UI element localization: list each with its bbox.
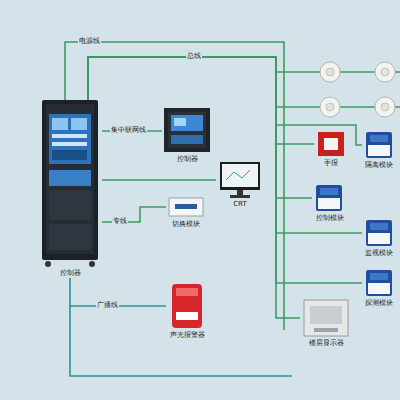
smoke-detectors: [320, 62, 395, 117]
line-label: 集中联网线: [110, 126, 147, 135]
manual-call-point: 手报: [314, 130, 348, 168]
sound-light-alarm-icon: [166, 282, 208, 330]
device-caption: 控制器: [38, 269, 102, 278]
crt-monitor-icon: [216, 160, 264, 199]
detection-module-icon: [362, 268, 396, 298]
control-panel-icon: [162, 106, 212, 154]
detection-module: 探测模块: [362, 268, 396, 308]
device-caption: 控制器: [162, 155, 212, 164]
wire-connector: [88, 57, 314, 144]
floor-display: 楼层显示器: [300, 298, 352, 348]
device-caption: 声光报警器: [166, 331, 208, 340]
smoke-detector: [320, 97, 340, 117]
wire-connector: [88, 57, 362, 283]
monitor-module: 监视模块: [362, 218, 396, 258]
device-caption: 切换模块: [166, 220, 206, 229]
controller-cabinet-icon: [38, 100, 102, 268]
device-caption: 楼层显示器: [300, 339, 352, 348]
detector-center: [381, 68, 389, 76]
broadcast-line: [70, 306, 292, 376]
control-module: 控制模块: [312, 183, 348, 223]
isolation-module-icon: [362, 130, 396, 160]
device-caption: 监视模块: [362, 249, 396, 258]
device-caption: 控制模块: [312, 214, 348, 223]
device-caption: 手报: [314, 159, 348, 168]
isolation-module: 隔离模块: [362, 130, 396, 170]
device-caption: 探测模块: [362, 299, 396, 308]
smoke-detector: [375, 97, 395, 117]
detector-center: [326, 68, 334, 76]
wire-connector: [102, 179, 216, 181]
control-module-icon: [312, 183, 348, 213]
line-label: 电源线: [78, 37, 101, 46]
wire-connector: [88, 57, 312, 198]
device-caption: 隔离模块: [362, 161, 396, 170]
wire-connector: [88, 57, 362, 233]
manual-call-point-icon: [314, 130, 348, 158]
floor-display-icon: [300, 298, 352, 338]
line-label: 专线: [112, 217, 128, 226]
control-panel: 控制器: [162, 106, 212, 164]
controller-cabinet: 控制器: [38, 100, 102, 278]
wire-connector: [88, 57, 300, 318]
detector-center: [381, 103, 389, 111]
switch-module-icon: [166, 194, 206, 219]
line-label: 广播线: [96, 301, 119, 310]
detector-center: [326, 103, 334, 111]
smoke-detector: [320, 62, 340, 82]
monitor-module-icon: [362, 218, 396, 248]
smoke-detector: [375, 62, 395, 82]
line-label: 总线: [186, 52, 202, 61]
sound-light-alarm: 声光报警器: [166, 282, 208, 340]
device-caption: CRT: [216, 200, 264, 209]
wire-connector: [88, 57, 362, 145]
switch-module: 切换模块: [166, 194, 206, 229]
crt-monitor: CRT: [216, 160, 264, 209]
